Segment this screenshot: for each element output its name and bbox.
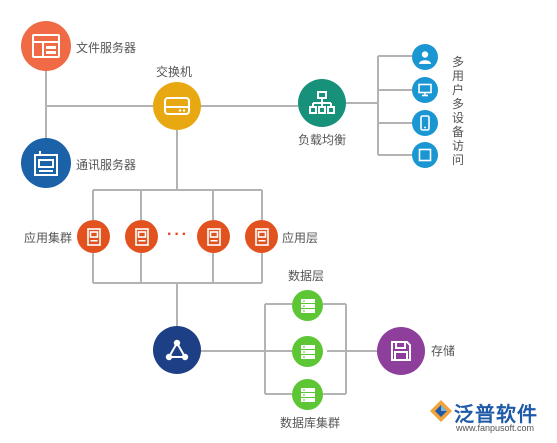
hub-node [153, 326, 201, 374]
switch-node [153, 82, 201, 130]
database-icon [300, 298, 315, 313]
switch-label: 交换机 [156, 65, 193, 79]
database-icon [300, 344, 315, 359]
database-node-2 [292, 336, 323, 367]
device-tablet-node [412, 142, 438, 168]
monitor-icon [418, 83, 432, 97]
phone-icon [420, 115, 430, 131]
storage-node [377, 327, 425, 375]
brand-watermark: 泛普软件 www.fanpusoft.com [428, 397, 553, 441]
brand-name: 泛普软件 [454, 404, 538, 426]
db-cluster-label: 数据库集群 [280, 416, 341, 430]
load-balancer-label: 负载均衡 [298, 133, 347, 147]
server-rack-icon [32, 34, 60, 58]
server-icon [134, 227, 149, 246]
storage-label: 存储 [431, 344, 456, 358]
app-cluster-label: 应用集群 [24, 231, 73, 245]
server-icon [206, 227, 221, 246]
data-layer-label: 数据层 [288, 269, 325, 283]
switch-icon [164, 97, 190, 115]
device-phone-node [412, 110, 438, 136]
device-monitor-node [412, 77, 438, 103]
server-icon [86, 227, 101, 246]
app-server-node-4 [245, 220, 278, 253]
file-server-label: 文件服务器 [76, 41, 137, 55]
app-server-node-2 [125, 220, 158, 253]
server-icon [254, 227, 269, 246]
user-icon [419, 51, 431, 64]
share-network-icon [165, 339, 189, 361]
comm-server-node [21, 138, 71, 188]
brand-url: www.fanpusoft.com [456, 423, 535, 433]
app-server-node-3 [197, 220, 230, 253]
database-icon [300, 387, 315, 402]
terminal-icon [34, 151, 58, 176]
ellipsis-marker: ··· [167, 226, 189, 243]
devices-label: 多用户多设备访问 [451, 55, 464, 167]
floppy-disk-icon [391, 341, 411, 361]
load-balancer-node [298, 79, 346, 127]
app-server-node-1 [77, 220, 110, 253]
device-user-node [412, 44, 438, 70]
tablet-icon [418, 148, 432, 162]
comm-server-label: 通讯服务器 [76, 158, 137, 172]
app-layer-label: 应用层 [282, 231, 319, 245]
brand-logo-icon [430, 400, 452, 422]
database-node-3 [292, 379, 323, 410]
file-server-node [21, 21, 71, 71]
hierarchy-icon [309, 91, 335, 114]
database-node-1 [292, 290, 323, 321]
